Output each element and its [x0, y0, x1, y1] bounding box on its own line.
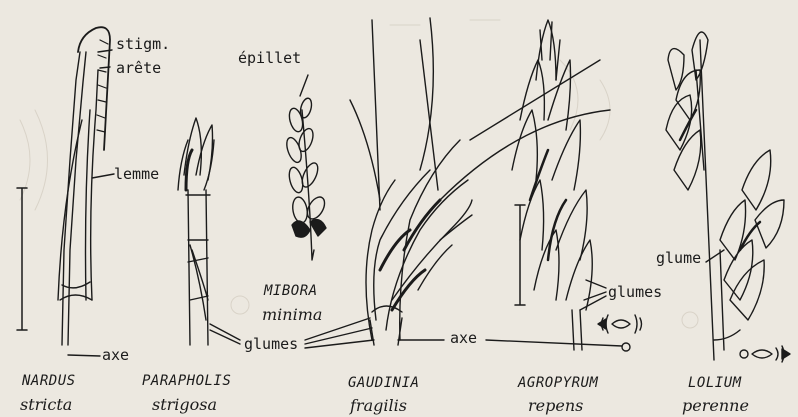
taxon-species: minima: [262, 306, 322, 324]
taxon-genus: LOLIUM: [688, 375, 742, 391]
taxon-genus: GAUDINIA: [348, 375, 419, 391]
lolium-perenne-drawing: [666, 32, 790, 362]
label-glume: glume: [656, 250, 701, 266]
taxon-species: strigosa: [152, 396, 217, 414]
nardus-stricta-drawing: [17, 27, 114, 356]
taxon-species: perenne: [682, 397, 749, 415]
agropyrum-repens-drawing: [486, 20, 642, 351]
taxon-genus: NARDUS: [22, 373, 76, 389]
gaudinia-fragilis-drawing: [305, 18, 610, 348]
mibora-minima-drawing: [284, 75, 328, 260]
label-stigm: stigm.: [116, 36, 170, 52]
taxon-species: fragilis: [350, 397, 407, 415]
label-epillet: épillet: [238, 50, 301, 66]
label-axe-right: axe: [450, 330, 477, 346]
label-glumes-middle: glumes: [244, 336, 298, 352]
label-axe-left: axe: [102, 347, 129, 363]
parapholis-strigosa-drawing: [178, 118, 240, 345]
label-glumes-right: glumes: [608, 284, 662, 300]
label-lemme: lemme: [114, 166, 159, 182]
taxon-genus: PARAPHOLIS: [142, 373, 231, 389]
taxon-genus: AGROPYRUM: [518, 375, 598, 391]
taxon-species: repens: [528, 397, 583, 415]
taxon-genus: MIBORA: [264, 283, 318, 299]
taxon-species: stricta: [20, 396, 72, 414]
label-arete: arête: [116, 60, 161, 76]
